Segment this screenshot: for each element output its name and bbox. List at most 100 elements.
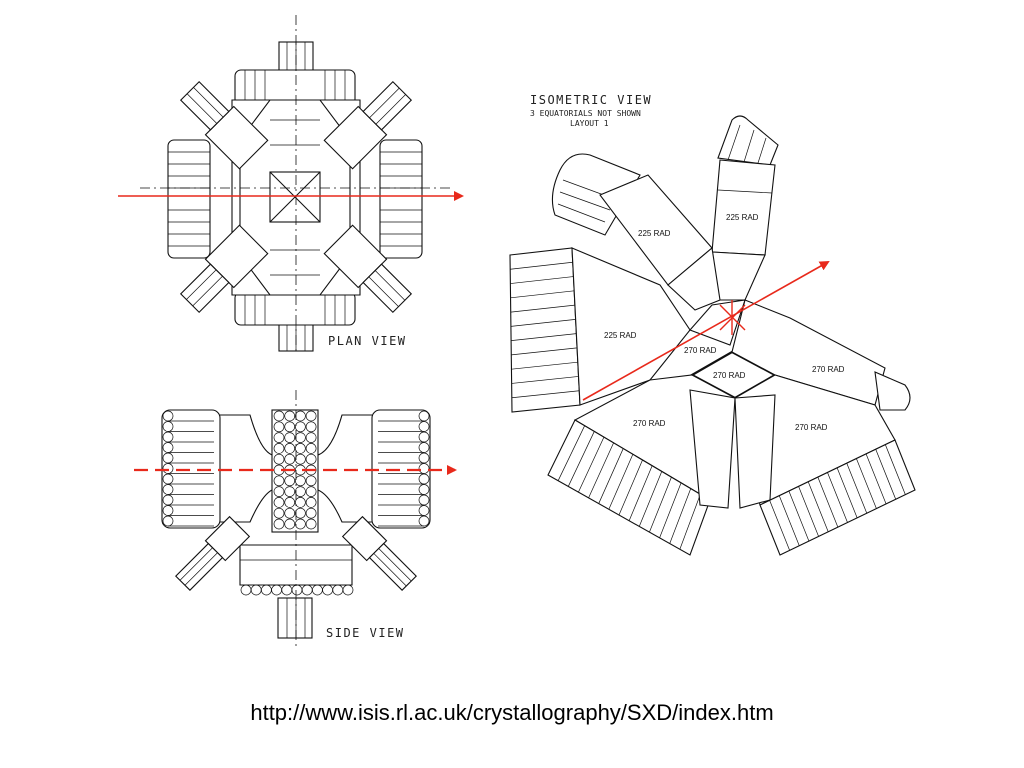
iso-bottom-center-detector-right xyxy=(734,394,776,509)
tube-end-circle xyxy=(305,486,317,497)
tube-line xyxy=(588,442,614,499)
tube-line xyxy=(827,472,848,523)
tube-line xyxy=(567,431,595,487)
tube-end-circle xyxy=(284,475,296,487)
iso-lower-right-tube-bank xyxy=(759,439,916,556)
iso-left-detector xyxy=(571,247,691,406)
side-lower-right-arm xyxy=(341,515,417,591)
tube-end-circle xyxy=(261,584,272,596)
side-right-connector-bottom xyxy=(317,489,372,523)
tube-end-circle xyxy=(273,410,285,422)
side-left-tubes xyxy=(161,409,221,529)
iso-label-lower-left: 270 RAD xyxy=(633,419,666,428)
tube-line xyxy=(618,459,643,516)
tube-line xyxy=(511,333,577,341)
plan-left-tubes xyxy=(167,139,211,259)
iso-label-center: 270 RAD xyxy=(713,371,746,380)
tube-line xyxy=(608,454,634,510)
tube-line xyxy=(769,500,790,551)
tube-end-circle xyxy=(305,453,317,465)
tube-end-circle xyxy=(342,584,354,596)
plan-view-label: PLAN VIEW xyxy=(328,334,407,348)
tube-line xyxy=(638,471,663,527)
tube-line xyxy=(807,481,829,532)
tube-line xyxy=(510,319,576,327)
tube-line xyxy=(836,467,858,518)
tube-line xyxy=(511,347,578,356)
isometric-view: ISOMETRIC VIEW 3 EQUATORIALS NOT SHOWN L… xyxy=(509,93,916,556)
tube-end-circle xyxy=(284,507,296,519)
tube-end-circle xyxy=(295,475,306,487)
iso-label-lower-right: 270 RAD xyxy=(795,423,828,432)
tube-line xyxy=(511,361,578,370)
side-right-connector-top xyxy=(317,414,372,456)
plan-view: PLAN VIEW xyxy=(118,15,464,355)
tube-end-circle xyxy=(322,584,333,596)
iso-bottom-center-detector xyxy=(689,389,736,509)
tube-end-circle xyxy=(273,421,285,433)
tube-end-circle xyxy=(301,584,313,596)
tube-end-circle xyxy=(284,410,296,422)
tube-end-circle xyxy=(273,453,285,465)
tube-end-circle xyxy=(273,486,285,497)
tube-line xyxy=(788,490,810,542)
plan-diagonal-arms xyxy=(179,80,413,314)
tube-end-circle xyxy=(305,507,317,519)
tube-end-circle xyxy=(291,584,303,596)
tube-end-circle xyxy=(295,443,306,454)
source-url: http://www.isis.rl.ac.uk/crystallography… xyxy=(250,700,774,725)
tube-line xyxy=(778,495,800,546)
tube-end-circle xyxy=(273,507,285,519)
tube-end-circle xyxy=(332,584,344,596)
tube-line xyxy=(511,376,579,384)
side-left-connector-top xyxy=(220,414,273,456)
tube-line xyxy=(557,425,585,481)
tube-end-circle xyxy=(295,507,306,519)
tube-line xyxy=(649,477,672,533)
iso-left-tube-bank xyxy=(509,247,581,413)
tube-end-circle xyxy=(284,421,296,433)
tube-end-circle xyxy=(312,584,323,596)
plan-top-tubes xyxy=(234,41,356,106)
plan-right-tubes xyxy=(379,139,423,259)
tube-end-circle xyxy=(305,432,317,443)
tube-line xyxy=(511,390,580,399)
tube-end-circle xyxy=(281,584,293,596)
side-view: SIDE VIEW xyxy=(134,390,457,650)
tube-end-circle xyxy=(295,518,306,530)
iso-label-center-top: 270 RAD xyxy=(684,346,717,355)
iso-sample-cross xyxy=(719,300,746,335)
tube-end-circle xyxy=(284,443,296,454)
tube-end-circle xyxy=(273,518,285,530)
tube-line xyxy=(679,494,701,550)
tube-end-circle xyxy=(295,497,306,508)
tube-line xyxy=(510,304,575,313)
tube-end-circle xyxy=(250,584,262,596)
tube-line xyxy=(510,276,574,284)
tube-line xyxy=(598,448,624,504)
tube-line xyxy=(846,463,868,514)
tube-end-circle xyxy=(305,421,317,433)
tube-line xyxy=(885,444,906,495)
iso-title: ISOMETRIC VIEW xyxy=(530,93,652,107)
tube-end-circle xyxy=(295,432,306,443)
tube-line xyxy=(875,449,897,500)
side-left-connector-bottom xyxy=(220,489,273,523)
tube-end-circle xyxy=(284,497,296,508)
plan-central-body xyxy=(231,15,361,355)
iso-beam-arrow xyxy=(582,261,830,401)
side-lower-left-arm xyxy=(175,515,251,591)
tube-end-circle xyxy=(295,410,306,422)
tube-end-circle xyxy=(295,453,306,465)
tube-end-circle xyxy=(295,486,306,497)
tube-line xyxy=(510,261,573,270)
tube-end-circle xyxy=(305,497,317,508)
tube-end-circle xyxy=(305,410,317,422)
iso-subtitle-1: 3 EQUATORIALS NOT SHOWN xyxy=(530,109,641,118)
iso-upper-right-tubes xyxy=(717,115,779,166)
tube-end-circle xyxy=(295,421,306,433)
side-bottom-tubes xyxy=(239,544,354,639)
tube-end-circle xyxy=(273,497,285,508)
